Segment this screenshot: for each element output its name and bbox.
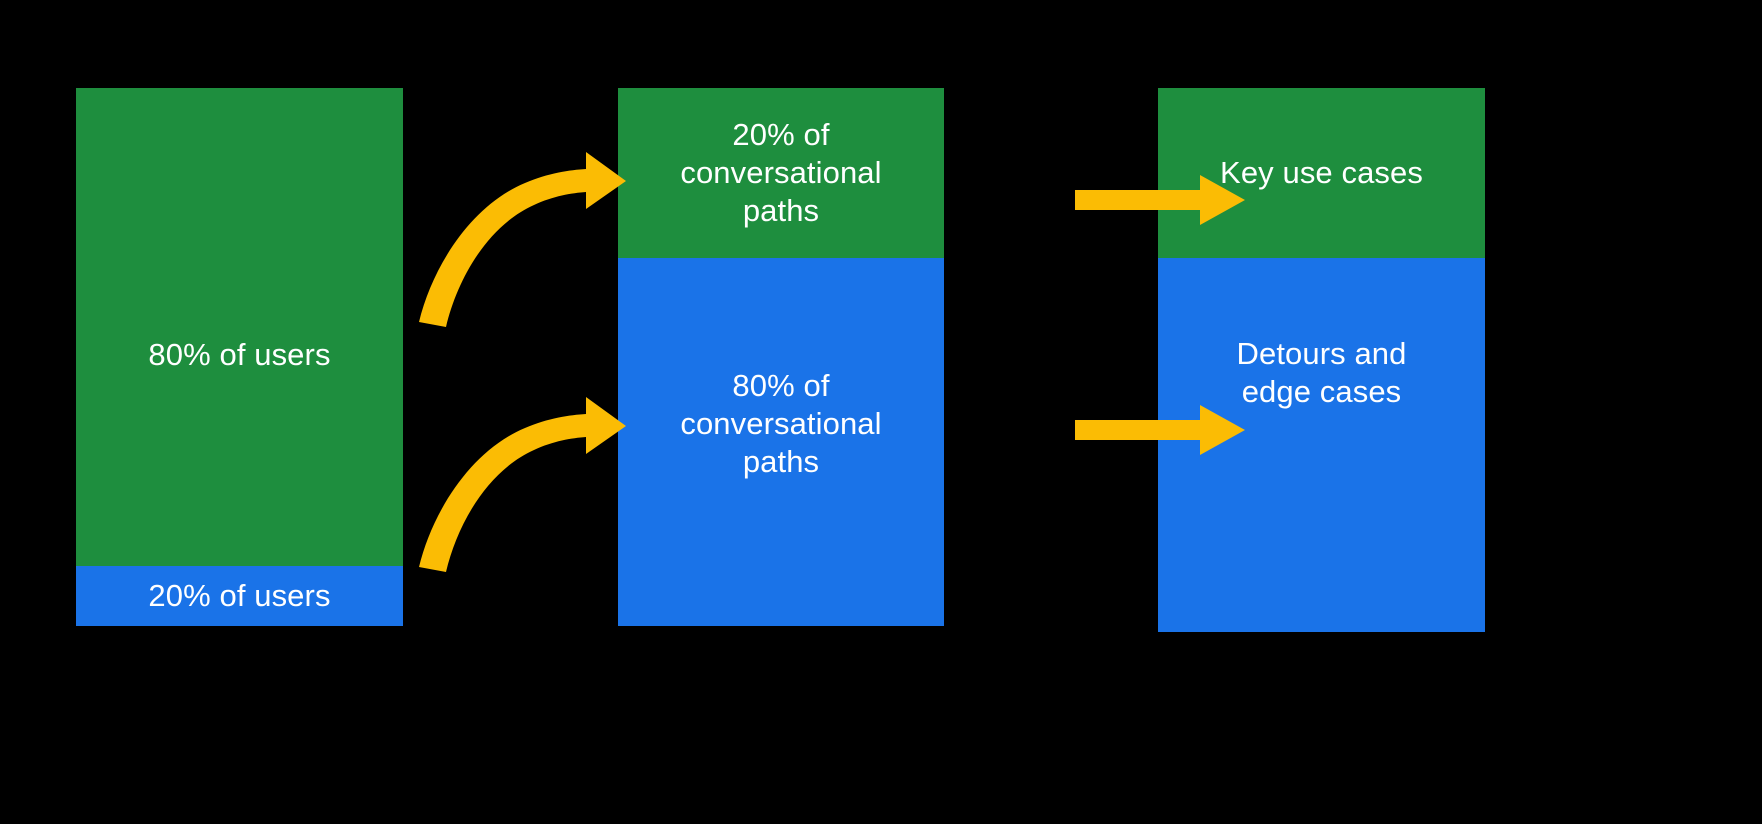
segment-label: 20% of users — [148, 578, 331, 614]
segment-users-minority: 20% of users — [76, 566, 403, 626]
segment-label: 80% of conversational paths — [680, 368, 882, 479]
straight-arrow-bottom — [1070, 400, 1250, 462]
column-users: 80% of users 20% of users — [76, 88, 403, 626]
segment-label: Detours and edge cases — [1236, 336, 1407, 409]
segment-label: 80% of users — [148, 337, 331, 373]
segment-label: Key use cases — [1220, 155, 1423, 191]
column-conversational-paths: 20% of conversational paths 80% of conve… — [618, 88, 944, 626]
segment-key-use-cases: Key use cases — [1158, 88, 1485, 258]
straight-arrow-top — [1070, 170, 1250, 232]
segment-paths-edge: 80% of conversational paths — [618, 258, 944, 626]
curved-arrow-bottom — [405, 395, 620, 580]
segment-paths-key: 20% of conversational paths — [618, 88, 944, 258]
segment-users-majority: 80% of users — [76, 88, 403, 566]
segment-label: 20% of conversational paths — [680, 117, 882, 228]
curved-arrow-top — [405, 150, 620, 335]
